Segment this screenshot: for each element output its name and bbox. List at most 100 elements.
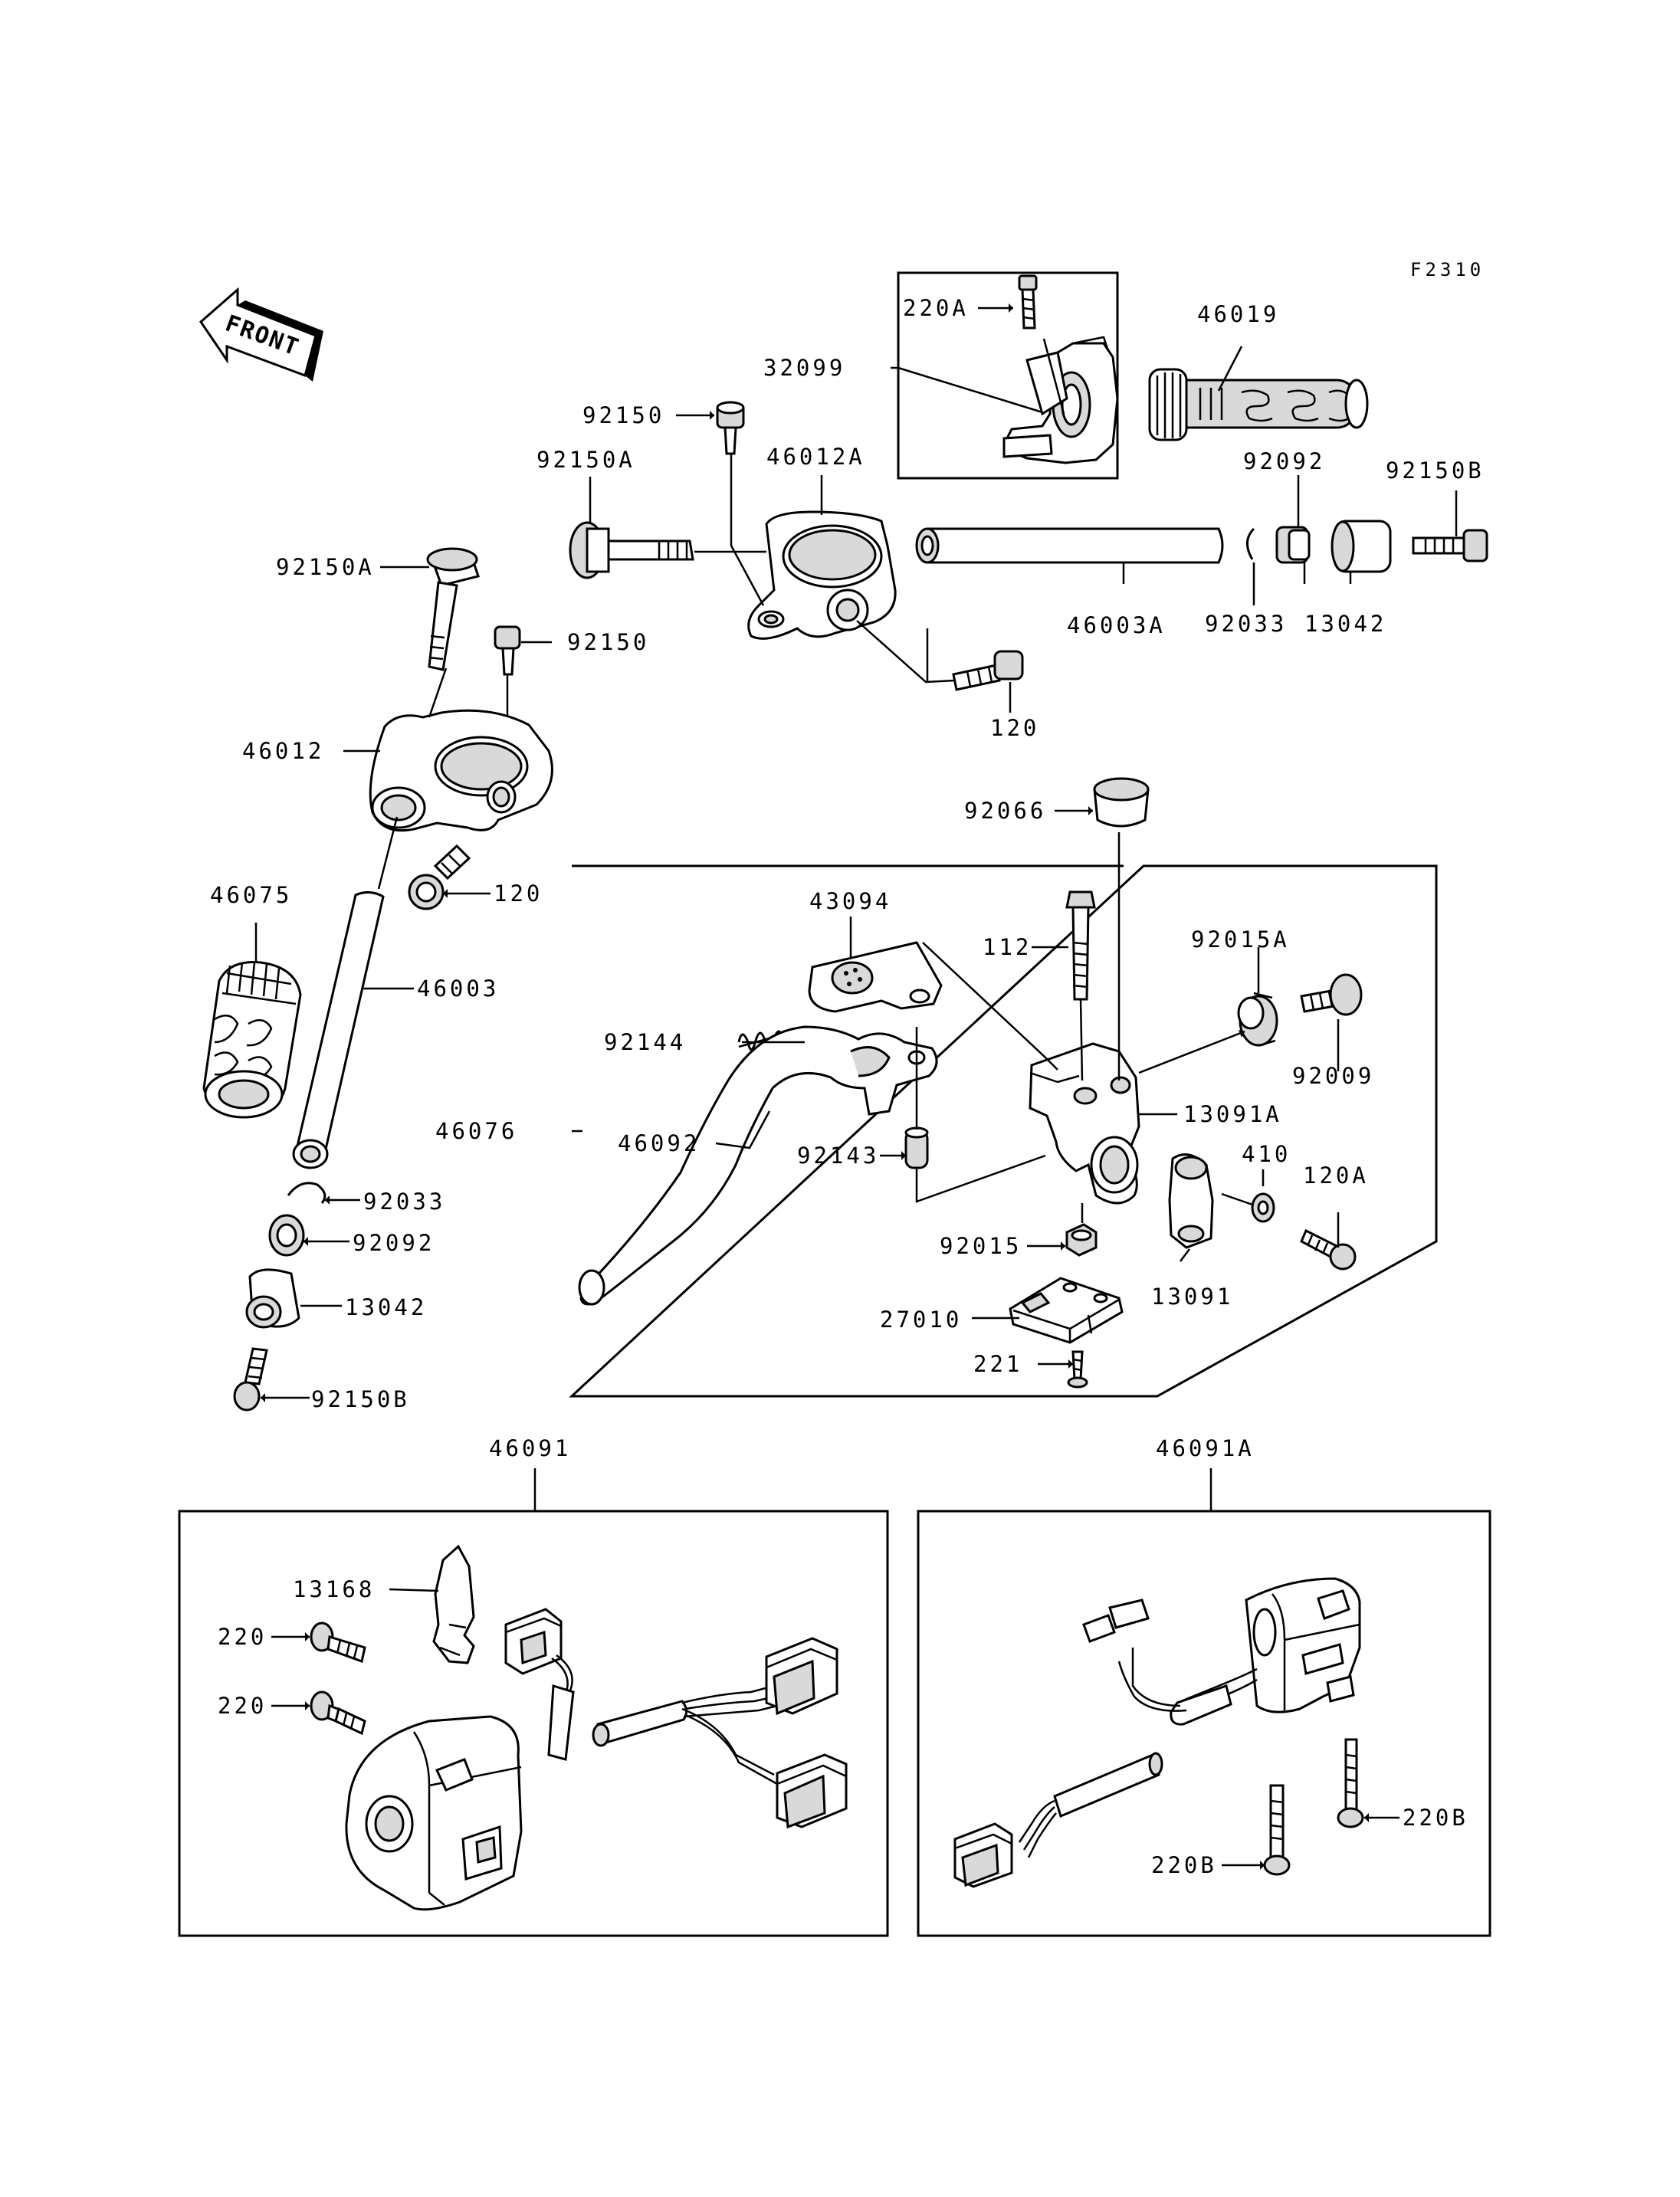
label-13168: 13168 (293, 1576, 375, 1602)
bolt-92150-mid-icon (494, 625, 521, 676)
label-92015a: 92015A (1191, 926, 1290, 953)
label-27010: 27010 (880, 1307, 962, 1333)
bolt-92150a-left-icon (426, 547, 480, 671)
lever-assembly-box (569, 864, 1438, 1398)
handlebar-46003a-icon (915, 527, 1224, 564)
label-43094: 43094 (809, 888, 891, 914)
switch-housing-right-icon (1245, 1577, 1361, 1713)
clamp-46012-icon (369, 709, 553, 832)
label-32099: 32099 (763, 355, 845, 381)
cable-right-upper-icon (1170, 1684, 1232, 1726)
washer-410-icon (1251, 1192, 1275, 1223)
label-13042-top: 13042 (1304, 611, 1386, 637)
front-arrow-icon: FRONT (199, 287, 323, 382)
screw-220b-right-icon (1337, 1738, 1364, 1828)
screw-220a-icon (1018, 274, 1038, 330)
connector-right-lower-icon (953, 1822, 1013, 1888)
label-92009: 92009 (1292, 1063, 1374, 1089)
label-46091a: 46091A (1156, 1435, 1255, 1461)
label-92150-top: 92150 (582, 402, 664, 428)
label-92015: 92015 (940, 1233, 1022, 1259)
left-switch-box (178, 1510, 889, 1937)
label-221: 221 (973, 1351, 1022, 1377)
label-92150b-top: 92150B (1386, 457, 1485, 484)
label-92066: 92066 (964, 798, 1046, 824)
bolt-92150b-top-icon (1412, 529, 1488, 562)
clamp-46012a-icon (747, 510, 897, 640)
label-46019: 46019 (1197, 301, 1279, 327)
diagram-code: F2310 (1410, 259, 1485, 280)
screw-221-icon (1067, 1350, 1088, 1389)
switch-housing-left-icon (345, 1715, 523, 1911)
label-92150-mid: 92150 (567, 629, 649, 655)
weight-13042-left-icon (245, 1268, 300, 1329)
label-120a: 120A (1303, 1162, 1369, 1189)
connector-pair-right-icon (1082, 1599, 1150, 1643)
holder-13091a-icon (1029, 1042, 1140, 1205)
nut-92015-icon (1065, 1223, 1098, 1257)
screw-220-b-icon (310, 1690, 366, 1736)
label-220b-right: 220B (1403, 1805, 1468, 1831)
label-46076: 46076 (435, 1118, 517, 1144)
leader-lines (254, 303, 1458, 1870)
grip-46019-icon (1148, 368, 1369, 441)
lever-46092-icon (578, 1025, 938, 1306)
handlebar-46003-icon (292, 891, 385, 1169)
label-92092-top: 92092 (1243, 448, 1325, 474)
label-46012: 46012 (242, 738, 324, 764)
label-92143: 92143 (797, 1143, 879, 1169)
lever-13168-icon (432, 1544, 475, 1664)
label-120-top: 120 (990, 715, 1039, 741)
switch-27010-icon (1009, 1277, 1124, 1344)
label-92150a-left: 92150A (276, 554, 375, 580)
label-220a: 220A (903, 295, 969, 321)
screw-220-a-icon (310, 1622, 366, 1663)
label-13042-left: 13042 (345, 1294, 427, 1320)
bolt-120-left-icon (408, 844, 471, 910)
label-92033-left: 92033 (363, 1189, 445, 1215)
bolt-92150-top-icon (716, 401, 745, 455)
label-13091a: 13091A (1183, 1101, 1282, 1127)
screw-92009-icon (1300, 973, 1363, 1016)
label-46012a: 46012A (766, 444, 865, 470)
label-46003a: 46003A (1067, 612, 1166, 638)
bushing-92092-top-icon (1275, 526, 1311, 564)
label-46092: 46092 (618, 1130, 700, 1156)
label-220b-left: 220B (1151, 1852, 1217, 1878)
cable-right-lower-icon (1018, 1752, 1163, 1858)
label-410: 410 (1242, 1141, 1291, 1167)
grip-46075-icon (202, 961, 302, 1119)
label-92033-top: 92033 (1205, 611, 1287, 637)
bolt-92150b-left-icon (233, 1347, 268, 1412)
label-220-b: 220 (218, 1693, 267, 1719)
label-46091: 46091 (489, 1435, 571, 1461)
label-92144: 92144 (604, 1029, 686, 1055)
label-220-a: 220 (218, 1624, 267, 1650)
wire-harness-left-icon (592, 1637, 848, 1829)
clip-92033-left-icon (287, 1182, 326, 1204)
clamp-13091-icon (1168, 1153, 1214, 1249)
throttle-assembly-box (897, 271, 1119, 480)
bolt-92150a-top-icon (569, 521, 694, 579)
bolt-120a-icon (1300, 1228, 1357, 1271)
label-13091: 13091 (1151, 1284, 1233, 1310)
knob-92066-icon (1093, 777, 1150, 828)
bolt-112-icon (1065, 890, 1096, 1001)
label-120-left: 120 (494, 880, 543, 907)
right-switch-box (917, 1510, 1491, 1937)
label-46003: 46003 (417, 976, 499, 1002)
connector-small-left-icon (504, 1608, 563, 1675)
label-112: 112 (983, 934, 1032, 960)
label-92150b-left: 92150B (311, 1386, 410, 1412)
bushing-92092-left-icon (268, 1214, 305, 1257)
screw-220b-left-icon (1263, 1784, 1291, 1876)
weight-13042-top-icon (1331, 520, 1392, 573)
cover-43094-icon (808, 941, 943, 1013)
label-92150a-top: 92150A (536, 447, 635, 473)
pin-92143-icon (904, 1126, 929, 1169)
clip-92033-top-icon (1246, 527, 1255, 560)
nut-92015a-icon (1237, 992, 1278, 1047)
label-46075: 46075 (210, 882, 292, 908)
bolt-120-top-icon (952, 650, 1024, 691)
